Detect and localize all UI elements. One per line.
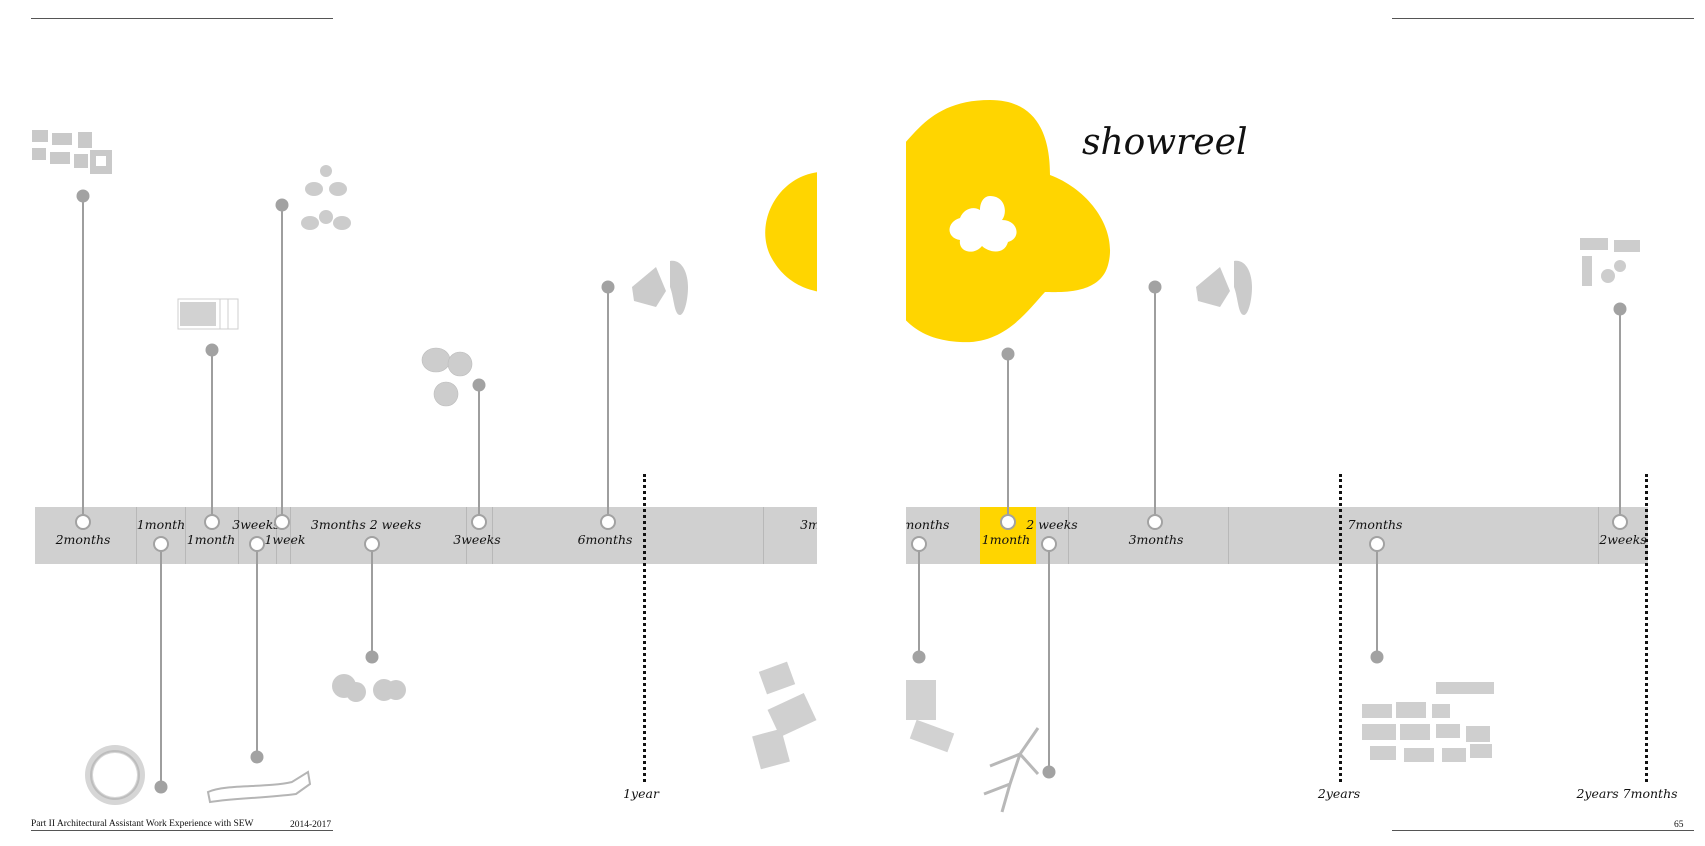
milestone-line-1year [643, 474, 646, 782]
project-marker[interactable] [275, 198, 289, 212]
timeline-stem [160, 544, 162, 787]
site-plan-thumbnail[interactable] [1578, 236, 1644, 292]
timeline-node[interactable] [153, 536, 169, 552]
project-marker[interactable] [1042, 765, 1056, 779]
timeline-node[interactable] [204, 514, 220, 530]
duration-label: 2weeks [1599, 532, 1647, 547]
duration-label: 3m [800, 517, 820, 532]
segment-divider [1068, 507, 1069, 564]
milestone-label: 1year [623, 786, 659, 801]
timeline-stem [82, 196, 84, 522]
project-marker[interactable] [472, 378, 486, 392]
segment-divider [185, 507, 186, 564]
duration-label: 3weeks [232, 517, 280, 532]
timeline-stem [1007, 354, 1009, 522]
timeline-stem [918, 544, 920, 657]
showreel-title[interactable]: showreel [1082, 122, 1248, 163]
top-right-rule [1392, 18, 1694, 19]
duration-label: 1month [136, 517, 186, 532]
timeline-node[interactable] [1000, 514, 1016, 530]
timeline-node[interactable] [1369, 536, 1385, 552]
timeline-stem [211, 350, 213, 522]
project-marker[interactable] [205, 343, 219, 357]
site-plan-thumbnail[interactable] [906, 676, 956, 766]
segment-divider [276, 507, 277, 564]
site-plan-thumbnail[interactable] [206, 770, 312, 804]
timeline-stem [1048, 544, 1050, 772]
site-plan-thumbnail[interactable] [30, 128, 116, 180]
timeline-stem [1154, 287, 1156, 522]
project-marker[interactable] [250, 750, 264, 764]
milestone-line-2years [1339, 474, 1342, 782]
segment-divider [492, 507, 493, 564]
project-marker[interactable] [365, 650, 379, 664]
project-marker[interactable] [1613, 302, 1627, 316]
duration-label: 1month [981, 532, 1031, 547]
bottom-left-rule [31, 830, 333, 831]
timeline-node[interactable] [1041, 536, 1057, 552]
timeline-node[interactable] [911, 536, 927, 552]
project-marker[interactable] [912, 650, 926, 664]
timeline-node[interactable] [471, 514, 487, 530]
segment-divider [763, 507, 764, 564]
site-plan-thumbnail[interactable] [980, 724, 1042, 816]
duration-label: 6months [577, 532, 633, 547]
timeline-stem [1619, 309, 1621, 522]
duration-label: 3months 2 weeks [310, 517, 422, 532]
footer-years: 2014-2017 [290, 820, 332, 830]
timeline-stem [607, 287, 609, 522]
milestone-line-2years7months [1645, 474, 1648, 782]
timeline-stem [1376, 544, 1378, 657]
timeline-bar-left [35, 507, 817, 564]
duration-label: 1week [264, 532, 306, 547]
segment-divider [1228, 507, 1229, 564]
project-marker[interactable] [154, 780, 168, 794]
page-number: 65 [1674, 820, 1684, 830]
project-marker[interactable] [1001, 347, 1015, 361]
segment-divider [1598, 507, 1599, 564]
timeline-node[interactable] [364, 536, 380, 552]
project-marker[interactable] [601, 280, 615, 294]
showreel-blob-icon[interactable] [760, 80, 1116, 350]
bottom-right-rule [1392, 830, 1694, 831]
milestone-label: 2years [1317, 786, 1361, 801]
site-plan-thumbnail[interactable] [330, 672, 410, 706]
timeline-stem [371, 544, 373, 657]
timeline-node[interactable] [274, 514, 290, 530]
duration-label: 3months [1128, 532, 1184, 547]
project-marker[interactable] [1148, 280, 1162, 294]
segment-divider [238, 507, 239, 564]
duration-label: 2months [55, 532, 111, 547]
timeline-node[interactable] [600, 514, 616, 530]
site-plan-thumbnail[interactable] [752, 656, 817, 774]
segment-divider [466, 507, 467, 564]
timeline-node[interactable] [249, 536, 265, 552]
site-plan-thumbnail[interactable] [300, 163, 352, 235]
segment-divider [290, 507, 291, 564]
timeline-stem [478, 385, 480, 522]
project-marker[interactable] [1370, 650, 1384, 664]
footer-text: Part II Architectural Assistant Work Exp… [31, 819, 254, 829]
milestone-label: 2years 7months [1576, 786, 1678, 801]
site-plan-thumbnail[interactable] [176, 297, 240, 331]
duration-label: 7months [1347, 517, 1403, 532]
duration-label: 1month [186, 532, 236, 547]
project-marker[interactable] [76, 189, 90, 203]
duration-label: months [902, 517, 950, 532]
timeline-node[interactable] [75, 514, 91, 530]
top-left-rule [31, 18, 333, 19]
segment-divider [136, 507, 137, 564]
site-plan-thumbnail[interactable] [626, 257, 692, 319]
timeline-stem [256, 544, 258, 757]
timeline-node[interactable] [1612, 514, 1628, 530]
page-gutter [817, 0, 906, 846]
site-plan-thumbnail[interactable] [82, 742, 148, 808]
duration-label: 2 weeks [1026, 517, 1078, 532]
timeline-node[interactable] [1147, 514, 1163, 530]
timeline-stem [281, 205, 283, 522]
duration-label: 3weeks [453, 532, 501, 547]
site-plan-thumbnail[interactable] [1360, 680, 1494, 770]
site-plan-thumbnail[interactable] [1190, 257, 1256, 319]
site-plan-thumbnail[interactable] [416, 342, 480, 410]
